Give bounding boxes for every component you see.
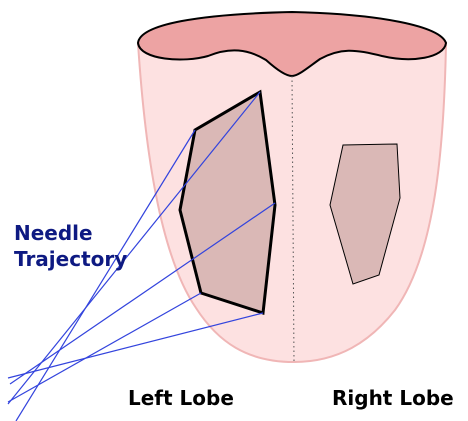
right-lobe-label: Right Lobe <box>332 386 454 410</box>
needle-trajectory-label: Needle Trajectory <box>14 220 127 272</box>
left-lobe-label: Left Lobe <box>128 386 234 410</box>
needle-line <box>8 313 263 378</box>
needle-label-line2: Trajectory <box>14 246 127 272</box>
needle-label-line1: Needle <box>14 220 127 246</box>
